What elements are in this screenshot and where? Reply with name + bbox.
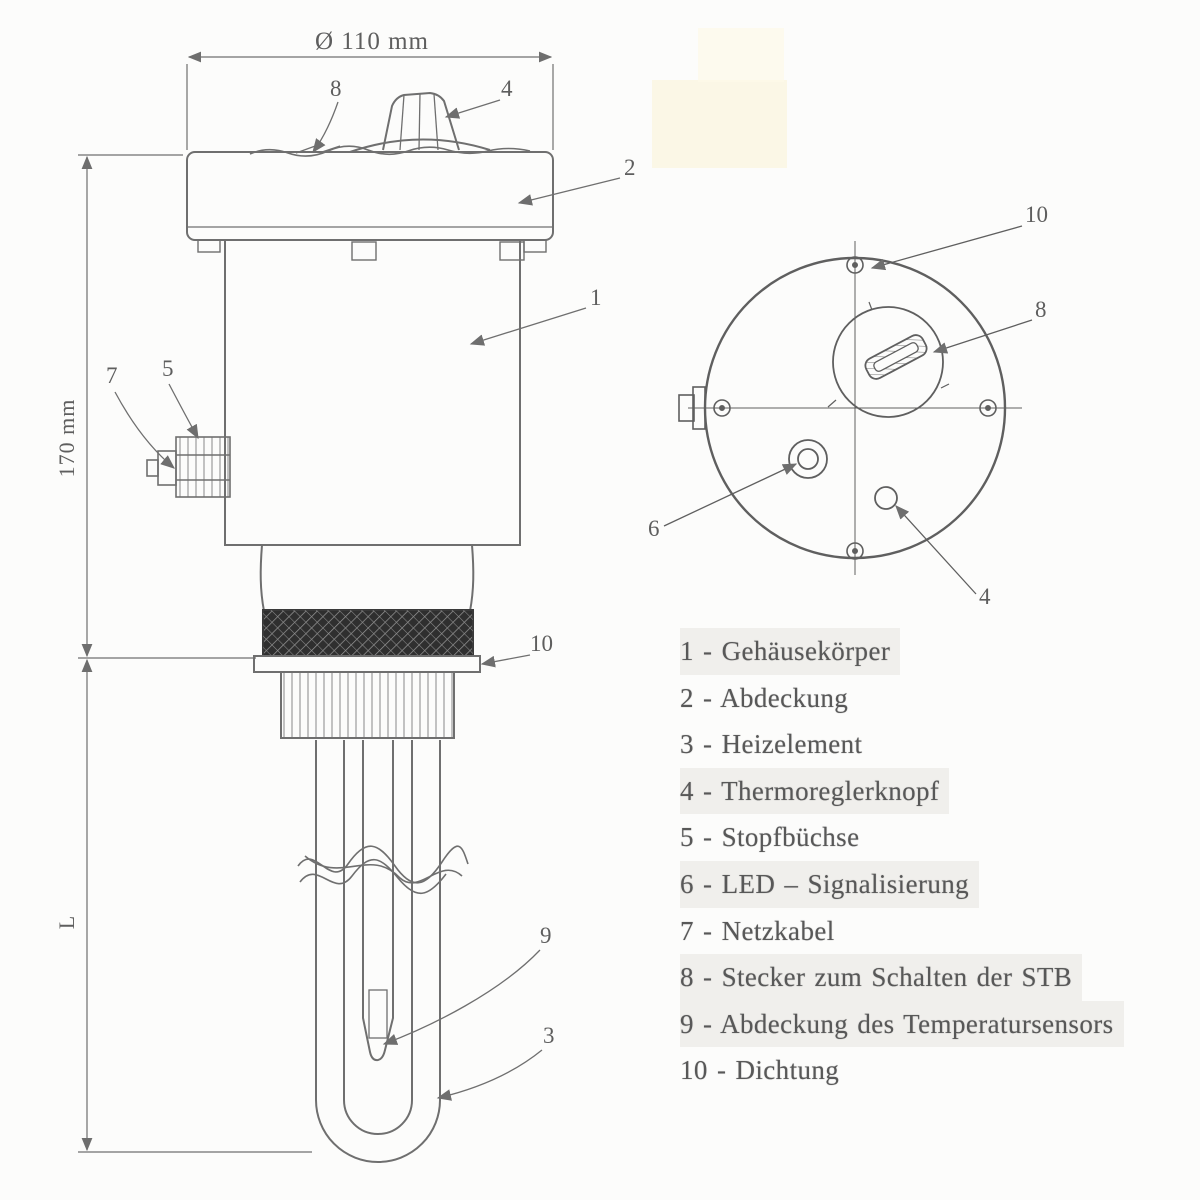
legend-item: 5 - Stopfbüchse [680,822,860,853]
legend-item: 2 - Abdeckung [680,682,849,713]
knob-top-view [827,301,950,418]
housing-body [224,239,521,546]
top-callout-leaders [663,225,1033,595]
callout-top-8: 8 [1035,297,1047,322]
callout-8: 8 [330,76,342,101]
legend-item: 6 - LED – Signalisierung [680,860,980,908]
sensor-tube [362,740,394,1062]
callout-leader [312,101,339,154]
diameter-dimension-label: Ø 110 mm [315,28,429,55]
callout-top-4: 4 [979,584,991,609]
thermostat-knob [349,91,491,153]
callout-leader [480,654,531,668]
legend-item: 1 - Gehäusekörper [680,628,901,675]
legend-item: 9 - Abdeckung des Temperatursensors [680,1000,1124,1048]
gland-top-view [678,386,706,430]
callout-leader [895,505,977,595]
neck-shoulder [259,544,475,612]
dimension-diameter [186,51,554,150]
callout-leader [663,463,798,527]
break-lines [297,845,469,895]
callout-leader [469,307,587,346]
legend-item: 4 - Thermoreglerknopf [680,767,950,815]
heating-tubes [315,740,441,1163]
parts-legend: 1 - Gehäusekörper 2 - Abdeckung 3 - Heiz… [680,628,1180,1094]
callout-2: 2 [624,155,636,180]
cover-seam [249,144,531,157]
dimension-height-170 [78,154,256,659]
callout-top-10: 10 [1025,202,1048,227]
callout-7: 7 [106,363,118,388]
top-view: 10 8 6 4 [648,202,1048,609]
callout-4: 4 [501,76,513,101]
callout-3: 3 [543,1023,555,1048]
legend-item: 8 - Stecker zum Schalten der STB [680,954,1083,1001]
side-callout-leaders [114,99,621,1101]
side-view: Ø 110 mm 170 mm L [54,28,636,1163]
callout-leader [444,99,501,119]
height-dimension-label: 170 mm [54,399,79,478]
length-dimension-label: L [54,915,79,929]
callout-1: 1 [590,285,602,310]
legend-item: 7 - Netzkabel [680,915,835,946]
sensor-cover-hole [874,486,898,510]
cable-gland [146,436,231,498]
seal-flange [253,655,481,673]
callout-leader [870,225,1023,271]
callout-leader [114,391,175,469]
callout-5: 5 [162,356,174,381]
screw-holes [713,256,997,560]
legend-item: 3 - Heizelement [680,729,863,760]
dimension-length-L [78,658,312,1153]
callout-leader [517,177,621,206]
thread-section [280,671,455,739]
knurled-ring [262,609,474,657]
callout-leader [436,1049,543,1101]
callout-leader [168,383,199,440]
top-cover [186,151,554,261]
led-indicator [788,439,828,479]
legend-item: 10 - Dichtung [680,1055,840,1086]
callout-9: 9 [540,923,552,948]
callout-leader [382,949,541,1045]
callout-top-6: 6 [648,516,660,541]
callout-leader [932,319,1033,354]
callout-10: 10 [530,631,553,656]
center-lines [688,241,1022,575]
